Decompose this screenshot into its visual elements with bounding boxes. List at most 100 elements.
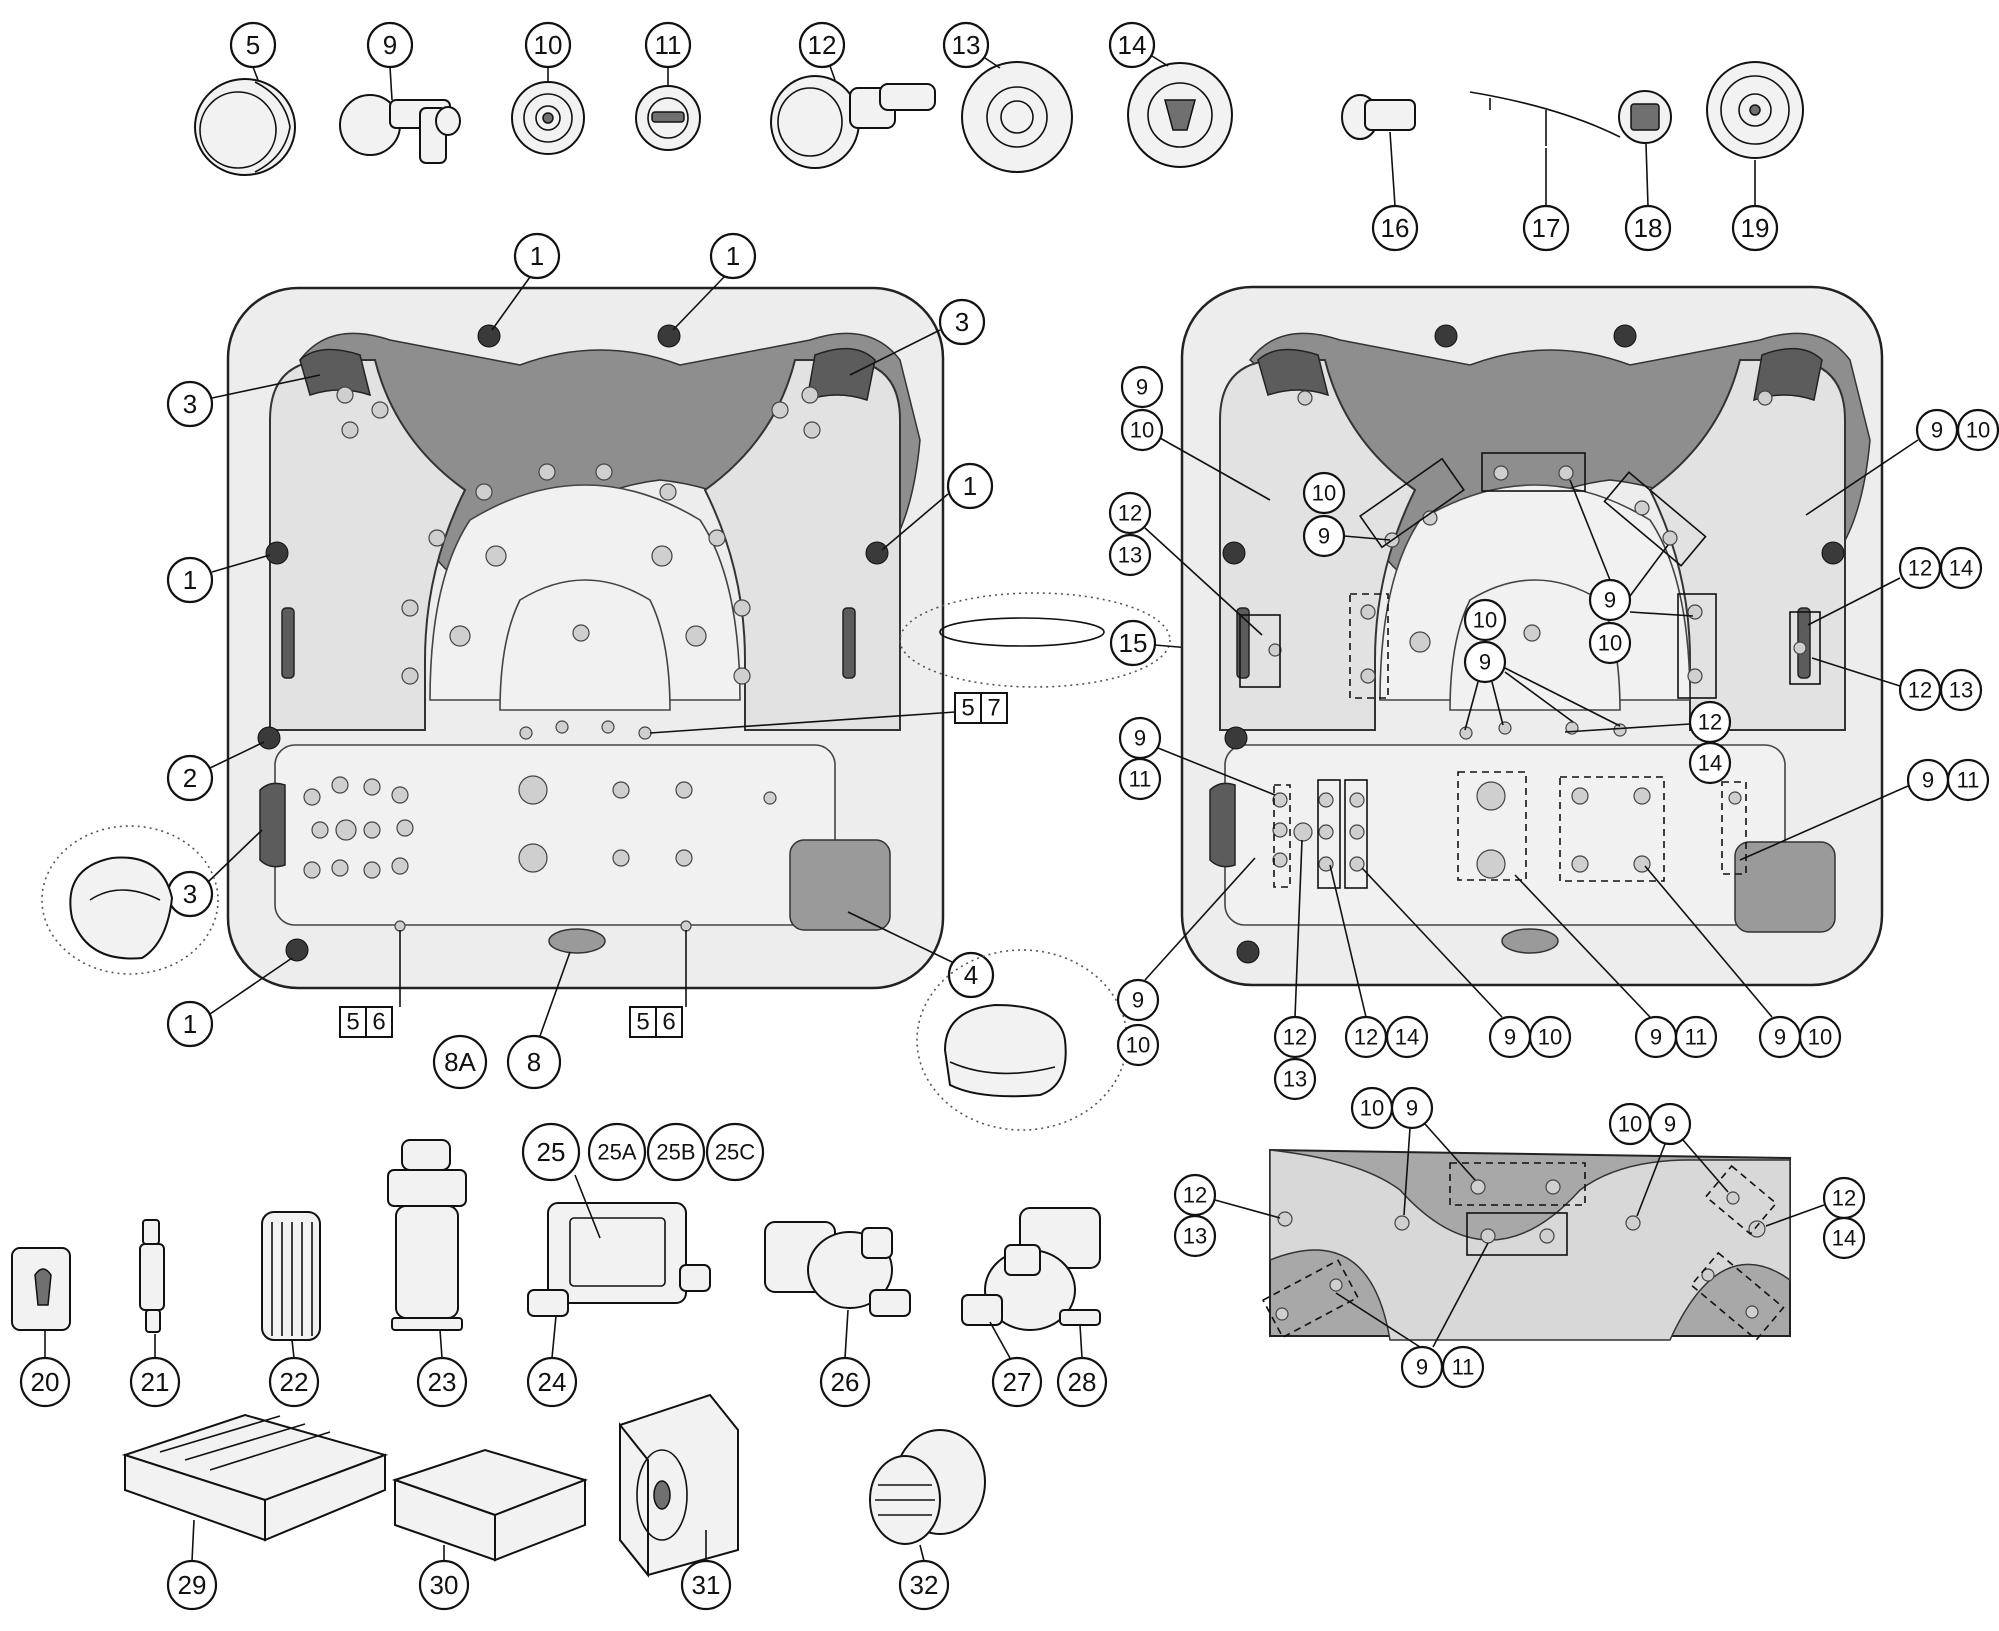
svg-text:12: 12: [1908, 556, 1932, 581]
callout-1: 1: [166, 556, 214, 604]
svg-text:8A: 8A: [444, 1047, 476, 1077]
svg-text:2: 2: [183, 763, 197, 793]
svg-text:9: 9: [1650, 1025, 1662, 1050]
svg-text:13: 13: [1949, 678, 1973, 703]
svg-text:14: 14: [1832, 1226, 1856, 1251]
svg-text:8: 8: [527, 1047, 541, 1077]
svg-text:24: 24: [538, 1367, 567, 1397]
svg-text:12: 12: [1354, 1025, 1378, 1050]
callout-12: 12: [1688, 700, 1732, 744]
callout-12: 12: [1898, 668, 1942, 712]
callout-11: 11: [1441, 1345, 1485, 1389]
part-31-speaker-illustration: [619, 1393, 739, 1578]
svg-text:12: 12: [1183, 1183, 1207, 1208]
callout-25c: 25C: [705, 1122, 765, 1182]
part-18-light-lens-illustration: [1618, 90, 1672, 144]
svg-text:19: 19: [1741, 213, 1770, 243]
callout-12: 12: [798, 21, 846, 69]
part-14-jet-face-illustration: [1127, 62, 1233, 168]
part-13-jet-face-illustration: [961, 61, 1073, 173]
svg-text:12: 12: [1832, 1186, 1856, 1211]
step-illustration: [943, 1003, 1067, 1098]
callout-10: 10: [1463, 598, 1507, 642]
svg-text:29: 29: [178, 1570, 207, 1600]
callout-9: 9: [1906, 758, 1950, 802]
callout-10: 10: [1588, 621, 1632, 665]
callout-10: 10: [1350, 1086, 1394, 1130]
svg-text:11: 11: [1685, 1025, 1708, 1050]
svg-text:31: 31: [692, 1570, 721, 1600]
callout-9: 9: [1648, 1102, 1692, 1146]
part-16-air-control-illustration: [1341, 94, 1416, 140]
svg-text:9: 9: [1318, 524, 1330, 549]
svg-text:9: 9: [1136, 375, 1148, 400]
callout-10: 10: [524, 21, 572, 69]
callout-5: 5: [229, 21, 277, 69]
part-23-filter-housing-illustration: [387, 1139, 467, 1331]
callout-12: 12: [1822, 1176, 1866, 1220]
svg-text:14: 14: [1698, 751, 1722, 776]
svg-text:13: 13: [952, 30, 981, 60]
part-11-jet-face-illustration: [635, 85, 701, 151]
svg-text:10: 10: [534, 30, 563, 60]
svg-text:14: 14: [1395, 1025, 1419, 1050]
svg-text:1: 1: [530, 241, 544, 271]
square-label-5-6-right: 5 6: [629, 1006, 683, 1038]
callout-28: 28: [1056, 1356, 1108, 1408]
svg-text:11: 11: [655, 30, 682, 60]
svg-text:10: 10: [1360, 1096, 1384, 1121]
callout-13: 13: [1108, 533, 1152, 577]
callout-9: 9: [1390, 1086, 1434, 1130]
callout-25a: 25A: [587, 1122, 647, 1182]
callout-13: 13: [1939, 668, 1983, 712]
svg-text:12: 12: [1283, 1025, 1307, 1050]
callout-25: 25: [521, 1122, 581, 1182]
callout-9: 9: [1302, 514, 1346, 558]
callout-4: 4: [947, 951, 995, 999]
callout-1: 1: [946, 462, 994, 510]
svg-text:9: 9: [1134, 726, 1146, 751]
svg-text:10: 10: [1618, 1112, 1642, 1137]
svg-text:13: 13: [1183, 1224, 1207, 1249]
svg-text:3: 3: [183, 389, 197, 419]
callout-15: 15: [1109, 619, 1157, 667]
inset-footwell-view: [1261, 1148, 1791, 1341]
svg-text:9: 9: [383, 30, 397, 60]
svg-text:7: 7: [987, 695, 1000, 722]
callout-14: 14: [1939, 546, 1983, 590]
headrest-detail-ellipse: [41, 825, 219, 975]
callout-9: 9: [1400, 1345, 1444, 1389]
square-label-5-7: 5 7: [954, 692, 1008, 724]
part-5-jet-illustration: [194, 78, 296, 176]
svg-text:3: 3: [955, 307, 969, 337]
part-9-elbow-jet-illustration: [339, 94, 461, 164]
svg-text:9: 9: [1604, 588, 1616, 613]
part-20-topside-control-illustration: [11, 1247, 71, 1331]
callout-10: 10: [1120, 408, 1164, 452]
callout-8a: 8A: [432, 1034, 488, 1090]
svg-text:9: 9: [1922, 768, 1934, 793]
callout-9: 9: [366, 21, 414, 69]
gasket-illustration: [939, 617, 1105, 647]
callout-9: 9: [1488, 1015, 1532, 1059]
callout-18: 18: [1624, 204, 1672, 252]
callout-26: 26: [819, 1356, 871, 1408]
callout-21: 21: [129, 1356, 181, 1408]
callout-1: 1: [513, 232, 561, 280]
svg-text:5: 5: [346, 1009, 359, 1036]
part-29-heater-illustration: [121, 1413, 389, 1542]
svg-text:21: 21: [141, 1367, 170, 1397]
callout-1: 1: [709, 232, 757, 280]
callout-2: 2: [166, 754, 214, 802]
svg-text:32: 32: [910, 1570, 939, 1600]
svg-text:25B: 25B: [656, 1140, 695, 1165]
svg-text:17: 17: [1532, 213, 1561, 243]
svg-text:9: 9: [1774, 1025, 1786, 1050]
callout-12: 12: [1173, 1173, 1217, 1217]
svg-text:3: 3: [183, 879, 197, 909]
callout-11: 11: [1118, 757, 1162, 801]
callout-12: 12: [1898, 546, 1942, 590]
callout-9: 9: [1116, 978, 1160, 1022]
svg-text:10: 10: [1538, 1025, 1562, 1050]
part-10-jet-face-illustration: [511, 81, 585, 155]
